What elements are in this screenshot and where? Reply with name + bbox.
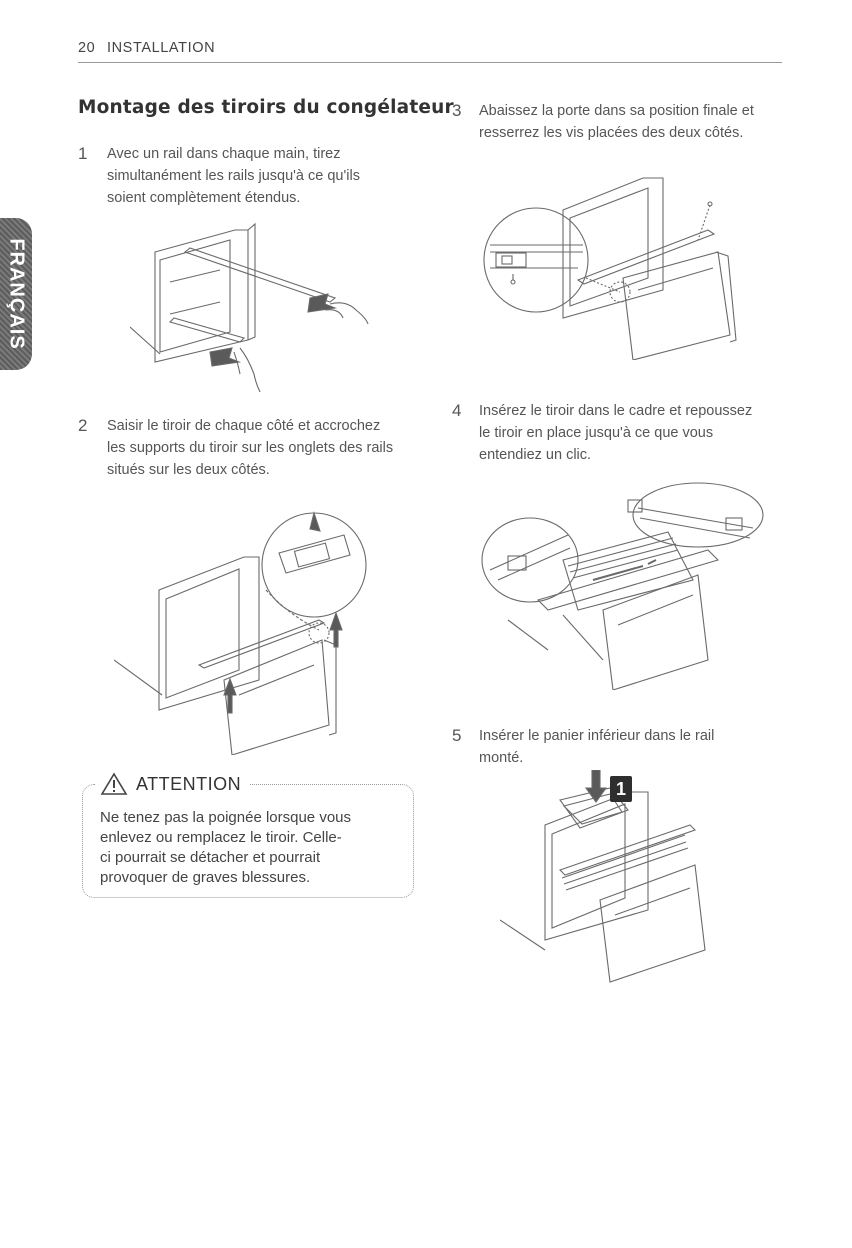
step-line: Insérez le tiroir dans le cadre et repou…	[479, 403, 753, 419]
attention-line: enlevez ou remplacez le tiroir. Celle-	[100, 829, 342, 846]
step-1: 1 Avec un rail dans chaque main, tirez s…	[78, 143, 418, 209]
figure-lower-door	[478, 160, 743, 360]
section-title: INSTALLATION	[106, 40, 216, 56]
step-line: resserrez les vis placées des deux côtés…	[479, 125, 744, 141]
attention-text: Ne tenez pas la poignée lorsque vous enl…	[100, 808, 405, 888]
section-heading: Montage des tiroirs du congélateur	[78, 97, 454, 118]
step-number: 1	[78, 144, 88, 163]
attention-line: ci pourrait se détacher et pourrait	[100, 849, 321, 866]
step-line: les supports du tiroir sur les onglets d…	[107, 440, 394, 456]
step-line: soient complètement étendus.	[107, 190, 301, 206]
figure-hook-drawer	[114, 495, 384, 755]
step-line: entendiez un clic.	[479, 447, 592, 463]
page-header: 20 INSTALLATION	[78, 40, 782, 63]
step-line: situés sur les deux côtés.	[107, 462, 270, 478]
page-number: 20	[78, 40, 96, 56]
figure5-callout-label: 1	[616, 779, 626, 799]
warning-triangle-icon	[100, 772, 128, 795]
step-3: 3 Abaissez la porte dans sa position fin…	[452, 100, 792, 144]
attention-title: ATTENTION	[136, 773, 242, 794]
attention-line: Ne tenez pas la poignée lorsque vous	[100, 809, 352, 826]
figure-insert-drawer	[478, 480, 778, 690]
step-number: 3	[452, 101, 462, 120]
step-line: simultanément les rails jusqu'à ce qu'il…	[107, 168, 360, 184]
step-4: 4 Insérez le tiroir dans le cadre et rep…	[452, 400, 792, 466]
figure-pull-rails	[130, 212, 370, 392]
step-2: 2 Saisir le tiroir de chaque côté et acc…	[78, 415, 438, 481]
step-line: monté.	[479, 750, 524, 766]
attention-line: provoquer de graves blessures.	[100, 869, 311, 886]
attention-header: ATTENTION	[96, 770, 250, 798]
figure-lower-basket: 1	[500, 770, 720, 985]
step-line: Saisir le tiroir de chaque côté et accro…	[107, 418, 381, 434]
step-number: 2	[78, 416, 88, 435]
language-tab-label: FRANÇAIS	[5, 238, 28, 350]
step-line: Avec un rail dans chaque main, tirez	[107, 146, 341, 162]
step-line: Abaissez la porte dans sa position final…	[479, 103, 754, 119]
step-line: Insérer le panier inférieur dans le rail	[479, 728, 715, 744]
language-tab: FRANÇAIS	[0, 218, 32, 370]
attention-notice: ATTENTION Ne tenez pas la poignée lorsqu…	[82, 770, 416, 898]
step-number: 4	[452, 401, 462, 420]
step-number: 5	[452, 726, 462, 745]
step-5: 5 Insérer le panier inférieur dans le ra…	[452, 725, 792, 769]
step-line: le tiroir en place jusqu'à ce que vous	[479, 425, 714, 441]
